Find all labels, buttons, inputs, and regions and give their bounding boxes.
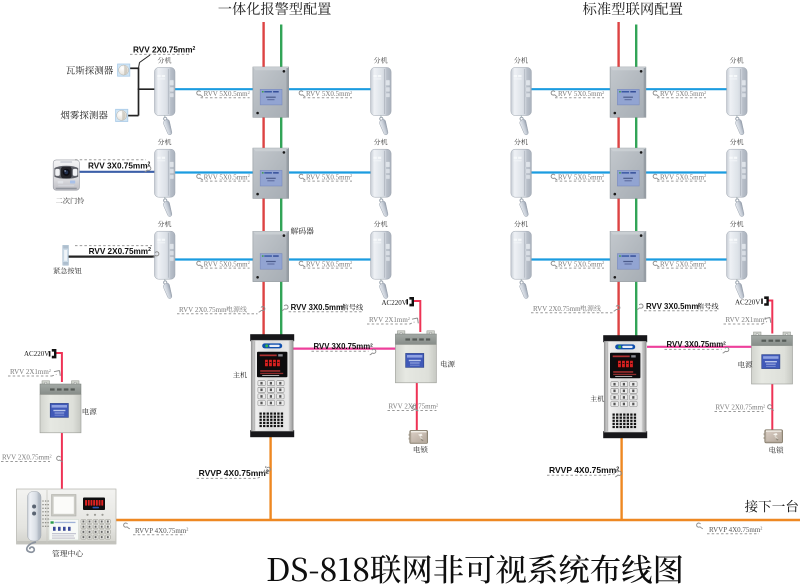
svg-text:RVV 5X0.5mm2: RVV 5X0.5mm2 xyxy=(558,260,604,268)
svg-text:RVV 2X0.75mm2: RVV 2X0.75mm2 xyxy=(389,402,439,410)
svg-text:RVV 3X0.5mm2: RVV 3X0.5mm2 xyxy=(646,302,701,311)
svg-text:RVV 3X0.5mm2: RVV 3X0.5mm2 xyxy=(291,303,346,312)
svg-text:RVV 5X0.5mm2: RVV 5X0.5mm2 xyxy=(204,173,250,181)
svg-text:RVVP 4X0.75mm2: RVVP 4X0.75mm2 xyxy=(199,468,269,478)
svg-text:RVV 2X1mm2: RVV 2X1mm2 xyxy=(726,316,767,324)
svg-text:RVV 2X1mm2: RVV 2X1mm2 xyxy=(369,316,410,324)
svg-text:RVV 2X0.75mm2: RVV 2X0.75mm2 xyxy=(533,305,583,313)
svg-text:RVV 2X0.75mm2: RVV 2X0.75mm2 xyxy=(2,453,52,461)
svg-text:RVV 5X0.5mm2: RVV 5X0.5mm2 xyxy=(660,260,706,268)
svg-text:RVV 5X0.5mm2: RVV 5X0.5mm2 xyxy=(306,260,352,268)
svg-text:RVV 2X0.75mm2: RVV 2X0.75mm2 xyxy=(179,306,229,314)
svg-text:RVVP 4X0.75mm2: RVVP 4X0.75mm2 xyxy=(549,465,619,475)
svg-text:RVV 2X0.75mm2: RVV 2X0.75mm2 xyxy=(89,247,151,256)
svg-text:RVV 5X0.5mm2: RVV 5X0.5mm2 xyxy=(660,173,706,181)
svg-text:RVVP 4X0.75mm2: RVVP 4X0.75mm2 xyxy=(709,526,762,534)
svg-text:RVV 5X0.5mm2: RVV 5X0.5mm2 xyxy=(558,173,604,181)
svg-text:AC220V: AC220V xyxy=(735,298,760,306)
svg-text:RVV 5X0.5mm2: RVV 5X0.5mm2 xyxy=(204,90,250,98)
svg-text:RVV 5X0.5mm2: RVV 5X0.5mm2 xyxy=(660,90,706,98)
svg-text:RVVP 4X0.75mm2: RVVP 4X0.75mm2 xyxy=(135,527,188,535)
svg-text:AC220V: AC220V xyxy=(382,299,407,307)
svg-text:RVV 3X0.75mm2: RVV 3X0.75mm2 xyxy=(88,161,150,170)
svg-text:AC220V: AC220V xyxy=(24,350,49,358)
svg-text:RVV 2X0.75mm2: RVV 2X0.75mm2 xyxy=(716,403,766,411)
svg-text:RVV 3X0.75mm2: RVV 3X0.75mm2 xyxy=(667,340,727,349)
svg-text:RVV 5X0.5mm2: RVV 5X0.5mm2 xyxy=(204,260,250,268)
svg-text:RVV 2X0.75mm2: RVV 2X0.75mm2 xyxy=(133,46,195,55)
svg-text:RVV 5X0.5mm2: RVV 5X0.5mm2 xyxy=(306,173,352,181)
svg-text:RVV 5X0.5mm2: RVV 5X0.5mm2 xyxy=(558,90,604,98)
svg-text:RVV 3X0.75mm2: RVV 3X0.75mm2 xyxy=(314,342,374,351)
svg-text:RVV 5X0.5mm2: RVV 5X0.5mm2 xyxy=(306,90,352,98)
svg-text:RVV 2X1mm2: RVV 2X1mm2 xyxy=(10,368,51,376)
